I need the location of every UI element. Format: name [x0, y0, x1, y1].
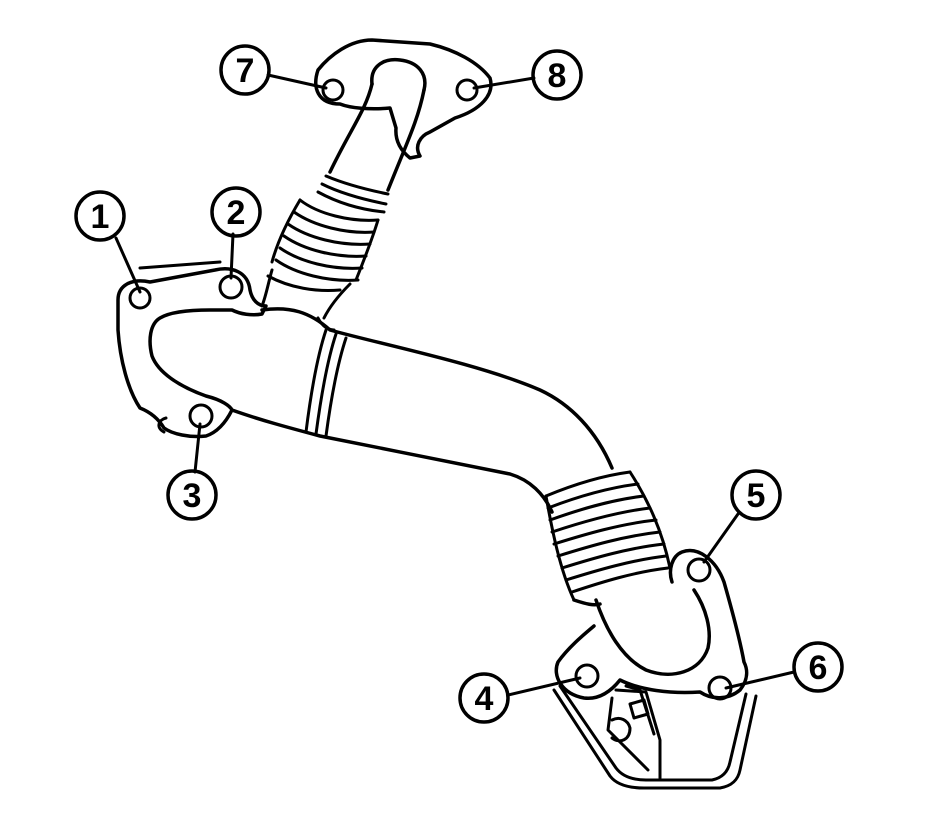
- callout-label-6: 6: [809, 649, 828, 687]
- lower-bellows: [544, 470, 672, 602]
- callout-5: 5: [730, 469, 782, 521]
- bolt-hole-4: [574, 663, 600, 689]
- callout-label-4: 4: [475, 680, 494, 718]
- callout-label-8: 8: [548, 57, 567, 95]
- callout-label-3: 3: [183, 477, 202, 515]
- callout-label-2: 2: [227, 194, 246, 232]
- callout-label-1: 1: [91, 198, 110, 236]
- lower-elbow: [572, 588, 711, 676]
- leader-lines: [114, 73, 796, 697]
- callout-4: 4: [458, 672, 510, 724]
- callout-2: 2: [210, 186, 262, 238]
- callout-label-7: 7: [236, 52, 255, 90]
- top-flange: [314, 38, 493, 160]
- callout-7: 7: [219, 44, 271, 96]
- callout-6: 6: [792, 641, 844, 693]
- callout-8: 8: [531, 49, 583, 101]
- callout-3: 3: [166, 469, 218, 521]
- callout-1: 1: [74, 190, 126, 242]
- bottom-bracket: [552, 684, 758, 790]
- left-flange: [116, 260, 268, 439]
- bottom-flange: [554, 548, 749, 701]
- callout-label-5: 5: [747, 477, 766, 515]
- bolt-hole-8: [455, 78, 479, 102]
- upper-pipe: [316, 82, 426, 214]
- bolt-hole-1: [128, 286, 152, 310]
- bolt-hole-7: [321, 78, 345, 102]
- bolt-hole-5: [686, 557, 712, 583]
- upper-bellows: [260, 198, 380, 320]
- main-pipe: [230, 307, 614, 514]
